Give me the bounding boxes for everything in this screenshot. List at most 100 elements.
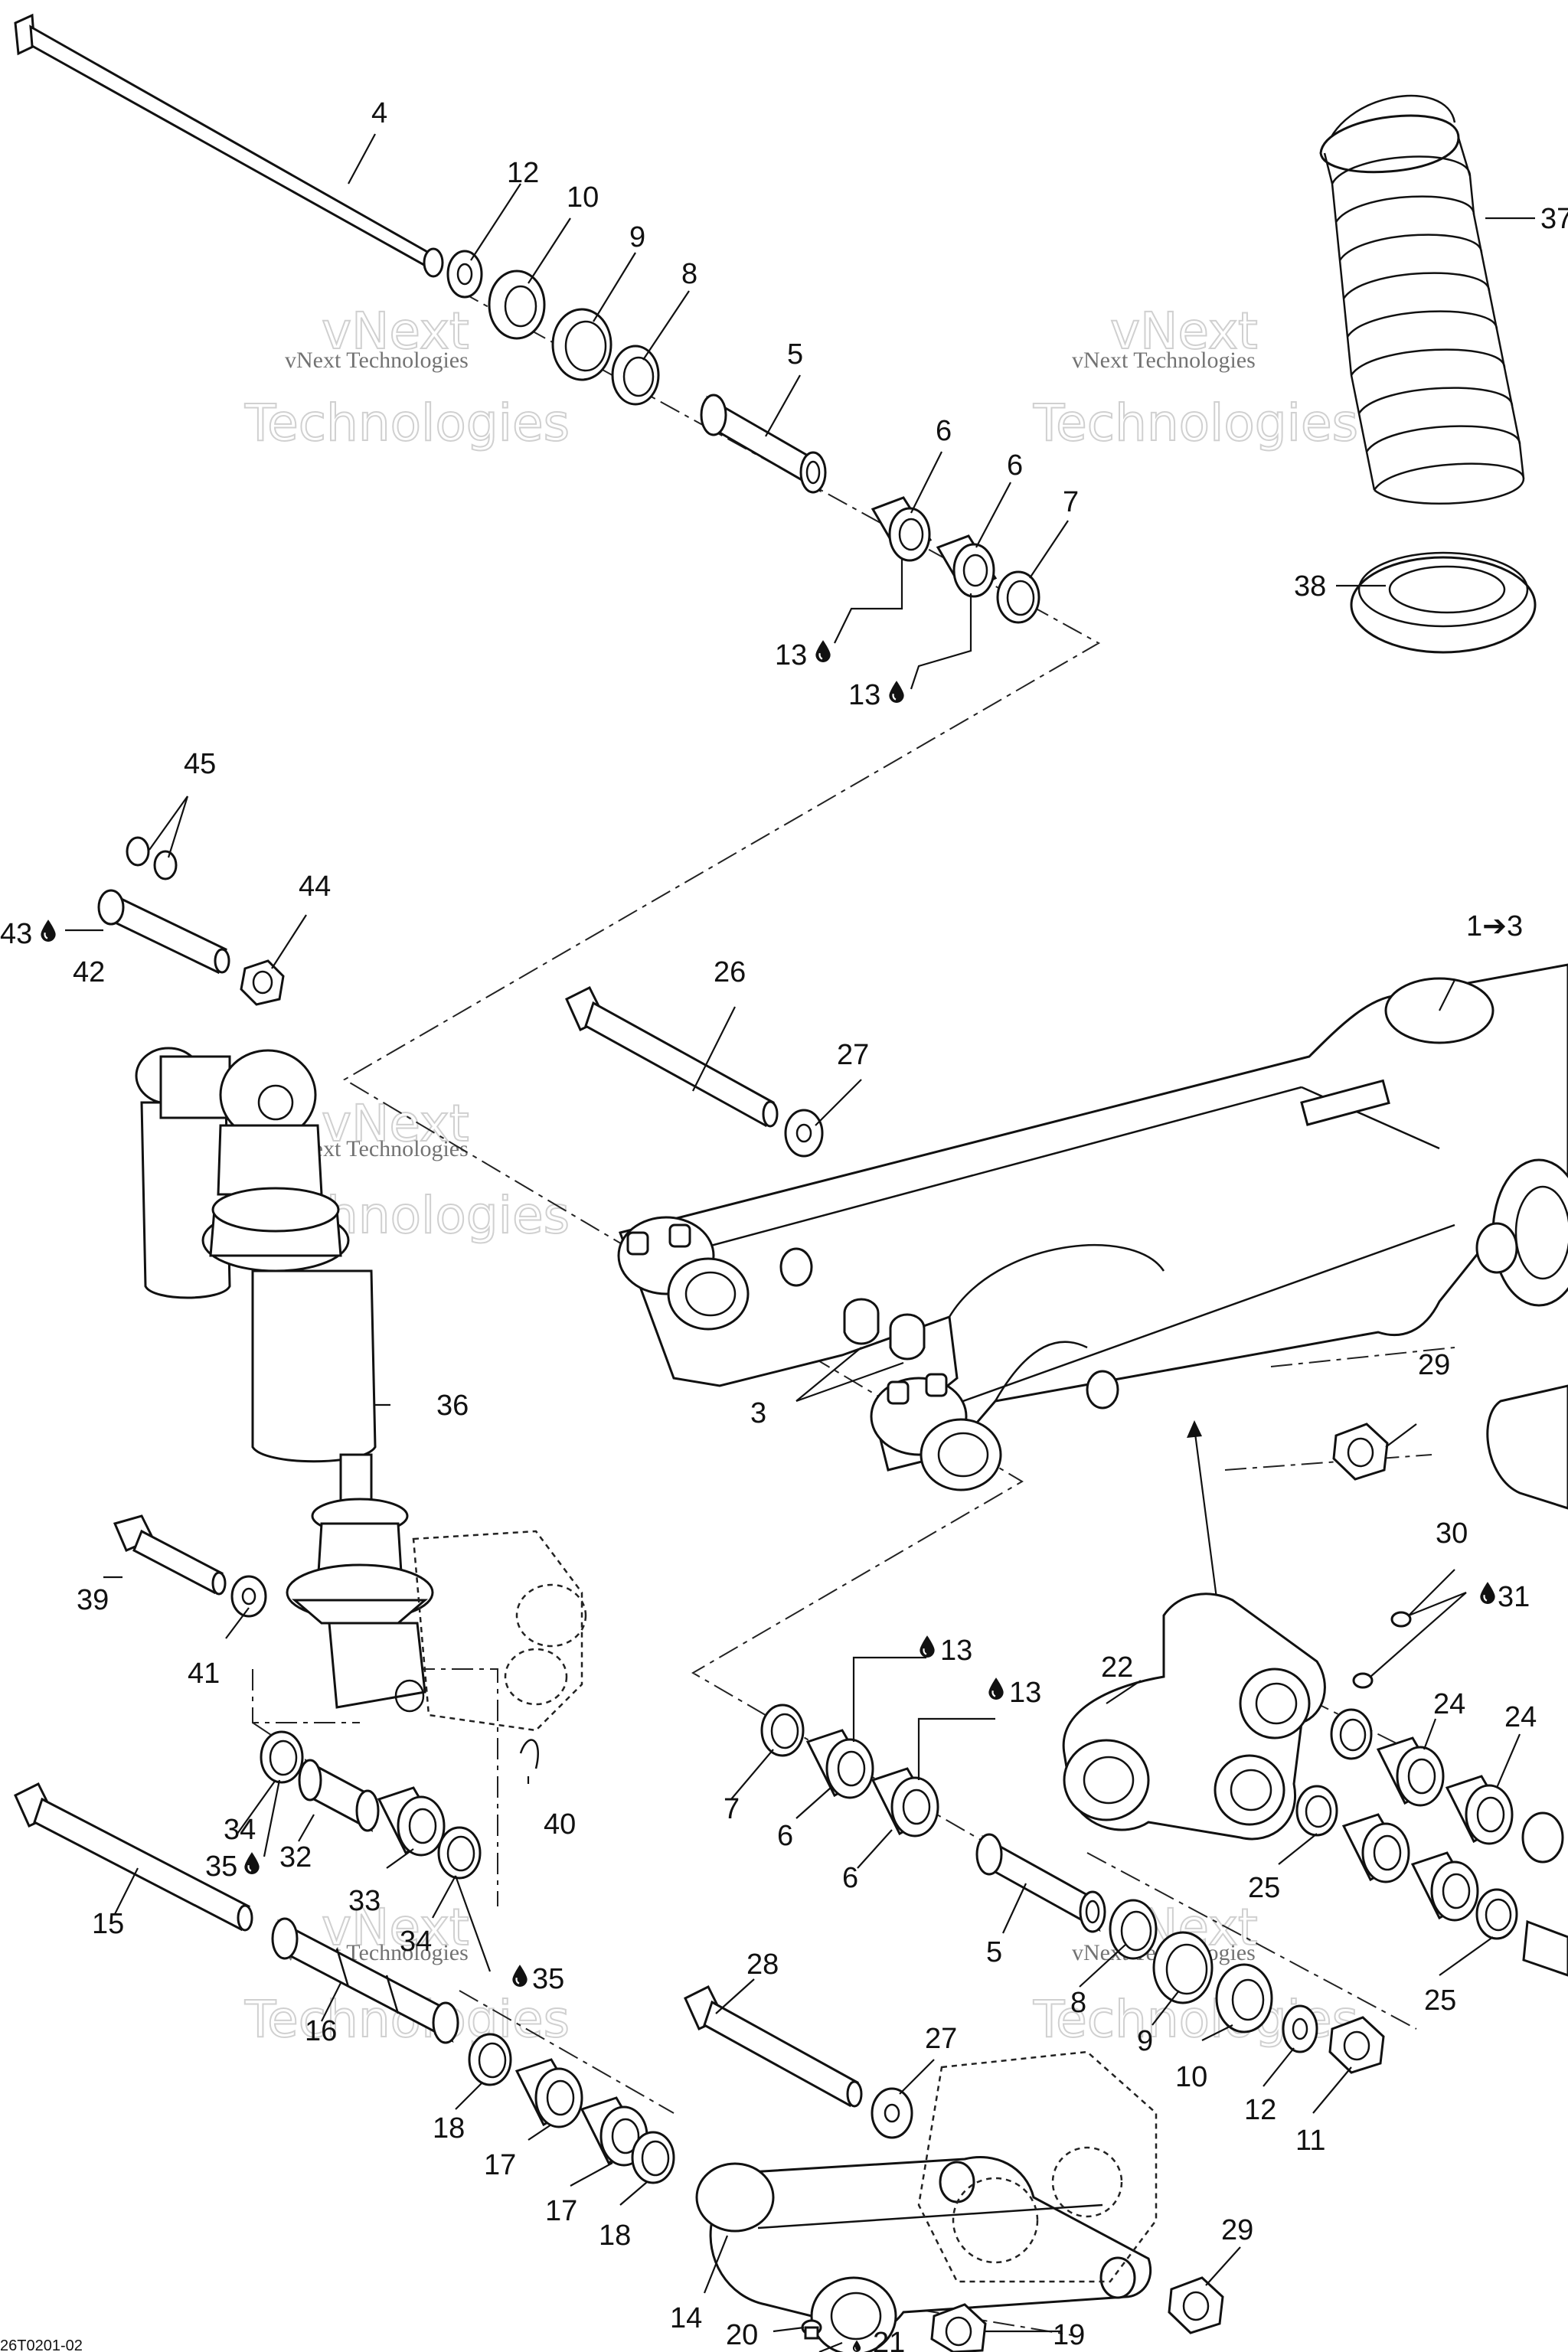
bushing-part-10 — [1215, 1963, 1273, 2034]
label-43: 43 — [0, 918, 32, 950]
label-13: 13 — [775, 639, 807, 671]
oil-drop-icon — [888, 680, 905, 703]
label-12: 12 — [507, 157, 539, 189]
bearing-part-24 — [1376, 1736, 1445, 1807]
assembly-arrow — [1193, 1427, 1219, 1605]
label-17: 17 — [545, 2195, 577, 2227]
lower-arm-part-14 — [695, 2050, 1158, 2352]
label-21: 21 — [873, 2327, 905, 2352]
seal-part-9 — [551, 308, 612, 381]
label-10: 10 — [1175, 2061, 1207, 2093]
watermark-big2: Technologies — [1033, 394, 1358, 452]
label-10: 10 — [567, 181, 599, 214]
sleeve-part-5 — [700, 394, 827, 494]
long-bolt-part-15 — [14, 1782, 253, 1932]
label-5: 5 — [787, 338, 803, 371]
bolt-part-39 — [113, 1514, 227, 1596]
bolt-part-26 — [565, 985, 779, 1128]
seal-part-34 — [260, 1730, 304, 1784]
label-36: 36 — [436, 1390, 469, 1422]
label-13: 13 — [848, 679, 880, 711]
seal-part-25 — [1330, 1708, 1373, 1760]
label-7: 7 — [724, 1793, 740, 1825]
label-25: 25 — [1248, 1872, 1280, 1904]
label-33: 33 — [348, 1885, 381, 1917]
seal-part-18 — [631, 2131, 675, 2184]
label-6: 6 — [1007, 449, 1023, 482]
bearing-part — [1341, 1813, 1410, 1883]
washer-part-27 — [784, 1109, 824, 1158]
seal-part-34 — [437, 1826, 482, 1880]
nut-part-29 — [1332, 1423, 1389, 1481]
grease-fitting-part-30 — [1352, 1611, 1412, 1689]
leader-lines — [65, 133, 1535, 2352]
oil-drop-icon — [815, 639, 831, 662]
needle-bearing-part-6 — [805, 1729, 874, 1799]
label-44: 44 — [299, 871, 331, 903]
label-9: 9 — [629, 221, 645, 253]
bolt-part-28 — [684, 1984, 863, 2108]
label-38: 38 — [1294, 570, 1326, 603]
bushing-part-10 — [488, 270, 546, 340]
watermark-big2: Technologies — [244, 394, 570, 452]
front-axle-assembly — [14, 13, 1040, 624]
label-40: 40 — [544, 1808, 576, 1841]
washer-part-27 — [871, 2087, 913, 2139]
label-27: 27 — [837, 1039, 869, 1071]
o-rings-part-45 — [126, 836, 178, 880]
sleeve-part-32 — [298, 1759, 380, 1832]
label-16: 16 — [305, 2015, 337, 2047]
label-37: 37 — [1540, 203, 1568, 235]
needle-bearing-part-6 — [871, 496, 933, 562]
label-14: 14 — [670, 2302, 702, 2334]
label-18: 18 — [599, 2220, 631, 2252]
pin-part-42 — [97, 889, 230, 975]
seal-part-8 — [611, 345, 660, 406]
label-17: 17 — [484, 2149, 516, 2181]
label-35: 35 — [532, 1963, 564, 1995]
bearing-part — [1410, 1851, 1479, 1922]
label-3: 3 — [750, 1397, 766, 1429]
label-22: 22 — [1101, 1651, 1133, 1684]
label-18: 18 — [433, 2112, 465, 2145]
label-4: 4 — [371, 97, 387, 129]
seal-part-9 — [1152, 1931, 1214, 2004]
watermark-text: vNext Technologies — [285, 348, 469, 373]
arrow-head-icon — [1187, 1420, 1202, 1438]
cotter-pin-part-40 — [519, 1739, 539, 1769]
label-27: 27 — [925, 2023, 957, 2055]
label-29: 29 — [1418, 1349, 1450, 1381]
spring-seat-part-38 — [1350, 551, 1537, 654]
label-8: 8 — [681, 258, 697, 290]
sleeve-part — [1522, 1919, 1568, 1977]
oil-drop-icon — [988, 1677, 1004, 1700]
watermark-big: vNext — [322, 302, 469, 361]
seal-part-7 — [760, 1704, 805, 1757]
label-12: 12 — [1244, 2094, 1276, 2126]
sleeve-part-5 — [975, 1833, 1106, 1933]
seal-part-18 — [468, 2033, 512, 2086]
washer-part-41 — [230, 1575, 267, 1618]
needle-bearing-part-6 — [936, 534, 998, 598]
label-26: 26 — [714, 956, 746, 988]
cap-part — [1486, 1384, 1568, 1510]
label-34: 34 — [224, 1814, 256, 1846]
watermark-big: vNext — [322, 1898, 469, 1957]
label-15: 15 — [92, 1908, 124, 1940]
label-35: 35 — [205, 1851, 237, 1883]
oil-drop-icon — [919, 1635, 936, 1658]
label-8: 8 — [1070, 1987, 1086, 2019]
drawing-code: 26T0201-02 — [0, 2337, 83, 2352]
sleeve-part-16 — [271, 1917, 459, 2044]
label-5: 5 — [986, 1936, 1002, 1968]
seal-part-8 — [1109, 1899, 1158, 1960]
label-7: 7 — [1063, 486, 1079, 518]
label-41: 41 — [188, 1658, 220, 1690]
nut-part-11 — [1328, 2016, 1385, 2074]
label-29: 29 — [1221, 2214, 1253, 2246]
label-13: 13 — [1009, 1677, 1041, 1709]
label-6: 6 — [842, 1862, 858, 1894]
link-part-22 — [1062, 1592, 1326, 1841]
oil-drop-icon — [1479, 1581, 1496, 1604]
